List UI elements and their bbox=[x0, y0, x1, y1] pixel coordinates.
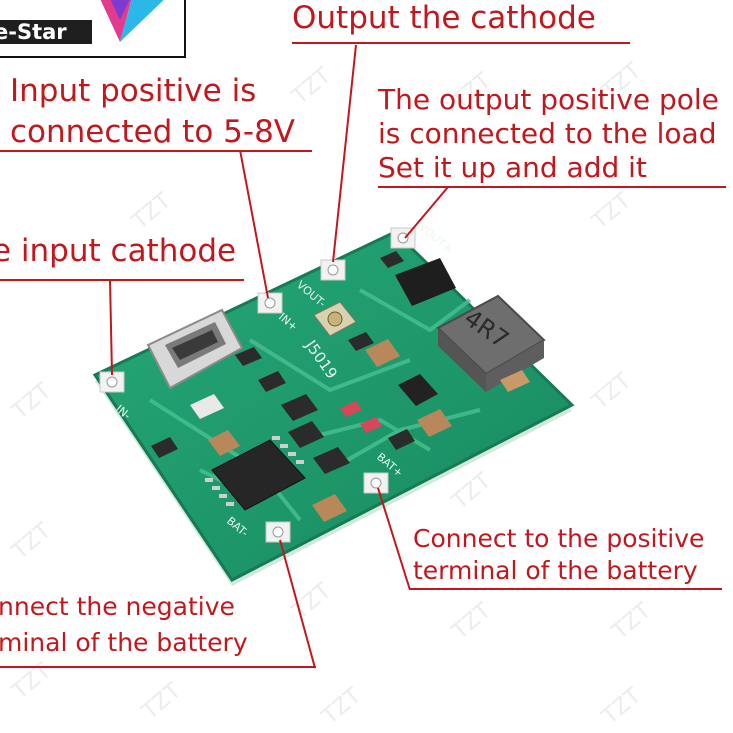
watermark-text: TZT bbox=[447, 468, 496, 515]
watermark-text: TZT bbox=[597, 683, 646, 730]
underline-battery-positive bbox=[410, 588, 722, 590]
label-battery-negative-line2: minal of the battery bbox=[0, 628, 248, 657]
watermark-text: TZT bbox=[317, 683, 366, 730]
watermark-text: TZT bbox=[447, 598, 496, 645]
micro-usb-connector bbox=[146, 308, 244, 390]
watermark-text: TZT bbox=[587, 188, 636, 235]
pcb-pads bbox=[99, 227, 416, 543]
label-battery-positive-line1: Connect to the positive bbox=[413, 524, 705, 553]
pin-label-vout-plus: VOUT+ bbox=[416, 220, 455, 256]
watermark-text: TZT bbox=[7, 518, 56, 565]
label-battery-negative-line1: nnect the negative bbox=[0, 592, 235, 621]
label-input-cathode: e input cathode bbox=[0, 233, 237, 269]
brand-logo-mark-icon bbox=[100, 0, 164, 42]
label-output-positive-line3: Set it up and add it bbox=[378, 151, 647, 184]
charger-ic bbox=[205, 436, 306, 511]
power-inductor: 4R7 bbox=[436, 294, 546, 392]
watermark-text: TZT bbox=[607, 598, 656, 645]
watermark-text: TZT bbox=[127, 188, 176, 235]
watermark-text: TZT bbox=[137, 678, 186, 725]
underline-output-positive bbox=[378, 186, 726, 188]
smd-components bbox=[151, 251, 530, 522]
label-input-positive-line2: connected to 5-8V bbox=[10, 114, 295, 150]
underline-output-cathode bbox=[292, 42, 630, 44]
trim-potentiometer bbox=[313, 301, 357, 337]
boost-regulator bbox=[395, 258, 456, 406]
label-output-cathode: Output the cathode bbox=[292, 0, 596, 36]
underline-battery-negative bbox=[0, 666, 316, 668]
label-output-positive-line1: The output positive pole bbox=[378, 83, 719, 116]
underline-input-cathode bbox=[0, 279, 244, 281]
underline-input-positive bbox=[0, 150, 312, 152]
label-input-positive-line1: Input positive is bbox=[10, 73, 257, 109]
brand-logo-text: e-Star bbox=[0, 20, 92, 44]
callout-lines bbox=[109, 44, 449, 669]
watermark-text: TZT bbox=[287, 578, 336, 625]
label-battery-positive-line2: terminal of the battery bbox=[413, 556, 698, 585]
watermark-text: TZT bbox=[287, 63, 336, 110]
watermark-text: TZT bbox=[587, 368, 636, 415]
watermark-text: TZT bbox=[7, 378, 56, 425]
label-output-positive-line2: is connected to the load bbox=[378, 117, 717, 150]
brand-logo: e-Star bbox=[0, 0, 186, 58]
